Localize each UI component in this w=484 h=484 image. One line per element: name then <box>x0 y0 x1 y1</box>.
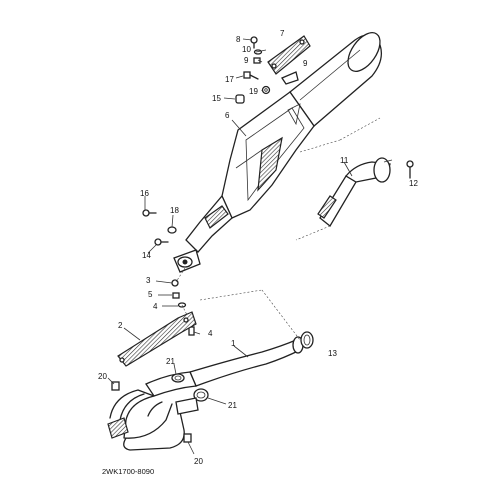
label-part-20b: 20 <box>194 457 203 466</box>
label-part-9a: 9 <box>244 56 249 65</box>
label-part-17: 17 <box>225 75 234 84</box>
label-part-16: 16 <box>140 189 149 198</box>
label-part-10: 10 <box>242 45 251 54</box>
label-part-3: 3 <box>146 276 151 285</box>
label-part-12: 12 <box>409 179 418 188</box>
leader-lines <box>107 38 353 455</box>
heat-protector-2 <box>117 311 197 367</box>
label-part-6: 6 <box>225 111 230 120</box>
label-part-18: 18 <box>170 206 179 215</box>
label-part-7: 7 <box>280 29 285 38</box>
label-part-2: 2 <box>118 321 123 330</box>
mounting-bolts <box>142 209 177 246</box>
label-part-14: 14 <box>142 251 151 260</box>
label-part-15: 15 <box>212 94 221 103</box>
joint-13 <box>300 331 314 349</box>
figure-code: 2WK1700-8090 <box>102 467 154 476</box>
label-part-8: 8 <box>236 35 241 44</box>
pipe-11 <box>295 117 414 241</box>
label-part-21b: 21 <box>228 401 237 410</box>
heat-protector-7 <box>267 35 311 85</box>
label-part-20a: 20 <box>98 372 107 381</box>
part-labels: 8 10 9 7 9 17 19 15 6 11 12 16 18 14 3 5… <box>98 29 418 466</box>
header-pipes <box>107 373 209 451</box>
label-part-4b: 4 <box>208 329 213 338</box>
label-part-5: 5 <box>148 290 153 299</box>
top-fasteners <box>235 36 271 104</box>
label-part-11: 11 <box>340 156 349 165</box>
label-part-21a: 21 <box>166 357 175 366</box>
label-part-13: 13 <box>328 349 337 358</box>
label-part-9b: 9 <box>303 59 308 68</box>
label-part-1: 1 <box>231 339 236 348</box>
label-part-4a: 4 <box>153 302 158 311</box>
label-part-19: 19 <box>249 87 258 96</box>
muffler-assembly <box>173 32 383 273</box>
